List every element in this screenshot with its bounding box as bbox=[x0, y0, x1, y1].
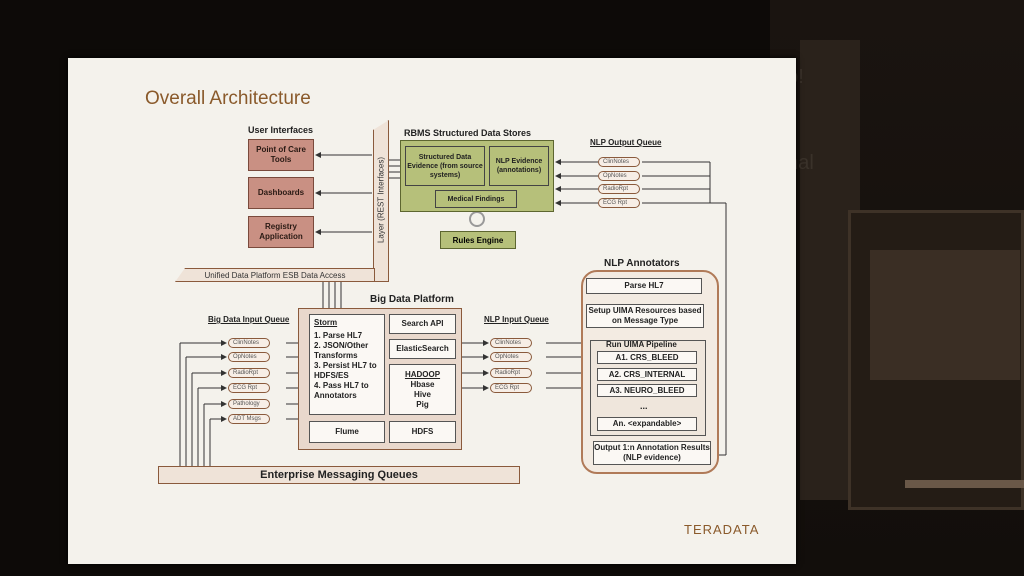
annotator-item: A1. CRS_BLEED bbox=[597, 351, 697, 364]
nlp-input-pill: ClinNotes bbox=[490, 338, 532, 348]
nlp-output-pill: ECG Rpt bbox=[598, 198, 640, 208]
nlp-evidence-box: NLP Evidence (annotations) bbox=[489, 146, 549, 186]
medical-findings-box: Medical Findings bbox=[435, 190, 517, 208]
storm-step: 3. Persist HL7 to HDFS/ES bbox=[314, 361, 377, 380]
enterprise-messaging-queues-bar: Enterprise Messaging Queues bbox=[158, 466, 520, 484]
registry-application-box: Registry Application bbox=[248, 216, 314, 248]
user-interfaces-heading: User Interfaces bbox=[248, 125, 314, 135]
pipeline-title: Run UIMA Pipeline bbox=[606, 340, 677, 349]
rules-engine-box: Rules Engine bbox=[440, 231, 516, 249]
rbms-store bbox=[400, 140, 554, 212]
hadoop-part: Hive bbox=[414, 389, 431, 399]
storm-step: 2. JSON/Other Transforms bbox=[314, 341, 369, 360]
output-annotation-box: Output 1:n Annotation Results (NLP evide… bbox=[593, 441, 711, 465]
nlp-input-pill: ECG Rpt bbox=[490, 383, 532, 393]
hdfs-box: HDFS bbox=[389, 421, 456, 443]
dashboards-box: Dashboards bbox=[248, 177, 314, 209]
nlp-input-queue-heading: NLP Input Queue bbox=[484, 315, 549, 324]
nlp-annotators-heading: NLP Annotators bbox=[604, 258, 680, 269]
expandable-annotator-box: An. <expandable> bbox=[597, 417, 697, 431]
search-api-box: Search API bbox=[389, 314, 456, 334]
storm-step: 4. Pass HL7 to Annotators bbox=[314, 381, 369, 400]
flume-box: Flume bbox=[309, 421, 385, 443]
storm-box: Storm 1. Parse HL7 2. JSON/Other Transfo… bbox=[309, 314, 385, 415]
hadoop-part: Hbase bbox=[410, 379, 435, 389]
esb-label: Unified Data Platform ESB Data Access bbox=[204, 270, 346, 280]
rbms-heading: RBMS Structured Data Stores bbox=[404, 128, 532, 138]
esb-bar: Unified Data Platform ESB Data Access bbox=[175, 268, 375, 282]
big-data-platform-heading: Big Data Platform bbox=[370, 294, 454, 305]
bd-input-pill: OpNotes bbox=[228, 352, 270, 362]
nlp-output-pill: RadioRpt bbox=[598, 184, 640, 194]
annotator-item: A2. CRS_INTERNAL bbox=[597, 368, 697, 381]
nlp-output-pill: ClinNotes bbox=[598, 157, 640, 167]
bd-input-pill: ADT Msgs bbox=[228, 414, 270, 424]
setup-uima-box: Setup UIMA Resources based on Message Ty… bbox=[586, 304, 704, 328]
storm-title: Storm bbox=[314, 318, 338, 327]
annotator-item: A3. NEURO_BLEED bbox=[597, 384, 697, 397]
nlp-input-pill: RadioRpt bbox=[490, 368, 532, 378]
structured-data-evidence-box: Structured Data Evidence (from source sy… bbox=[405, 146, 485, 186]
bd-input-pill: RadioRpt bbox=[228, 368, 270, 378]
bd-input-pill: Pathology bbox=[228, 399, 270, 409]
slide-title: Overall Architecture bbox=[145, 88, 311, 109]
parse-hl7-box: Parse HL7 bbox=[586, 278, 702, 294]
elasticsearch-box: ElasticSearch bbox=[389, 339, 456, 359]
handrail bbox=[905, 480, 1024, 488]
hadoop-box: HADOOP Hbase Hive Pig bbox=[389, 364, 456, 415]
pipeline-ellipsis: ... bbox=[640, 401, 648, 411]
hadoop-part: Pig bbox=[416, 399, 429, 409]
nlp-output-queue-heading: NLP Output Queue bbox=[590, 138, 662, 147]
point-of-care-tools-box: Point of Care Tools bbox=[248, 139, 314, 171]
rest-layer-label: Layer (REST Interfaces) bbox=[376, 156, 386, 244]
nlp-output-pill: OpNotes bbox=[598, 171, 640, 181]
big-data-input-queue-heading: Big Data Input Queue bbox=[208, 315, 290, 324]
teradata-logo: TERADATA bbox=[684, 522, 760, 537]
storm-step: 1. Parse HL7 bbox=[314, 331, 363, 340]
hadoop-title: HADOOP bbox=[404, 369, 441, 379]
bd-input-pill: ClinNotes bbox=[228, 338, 270, 348]
nlp-input-pill: OpNotes bbox=[490, 352, 532, 362]
door-window bbox=[870, 250, 1020, 380]
bd-input-pill: ECG Rpt bbox=[228, 383, 270, 393]
